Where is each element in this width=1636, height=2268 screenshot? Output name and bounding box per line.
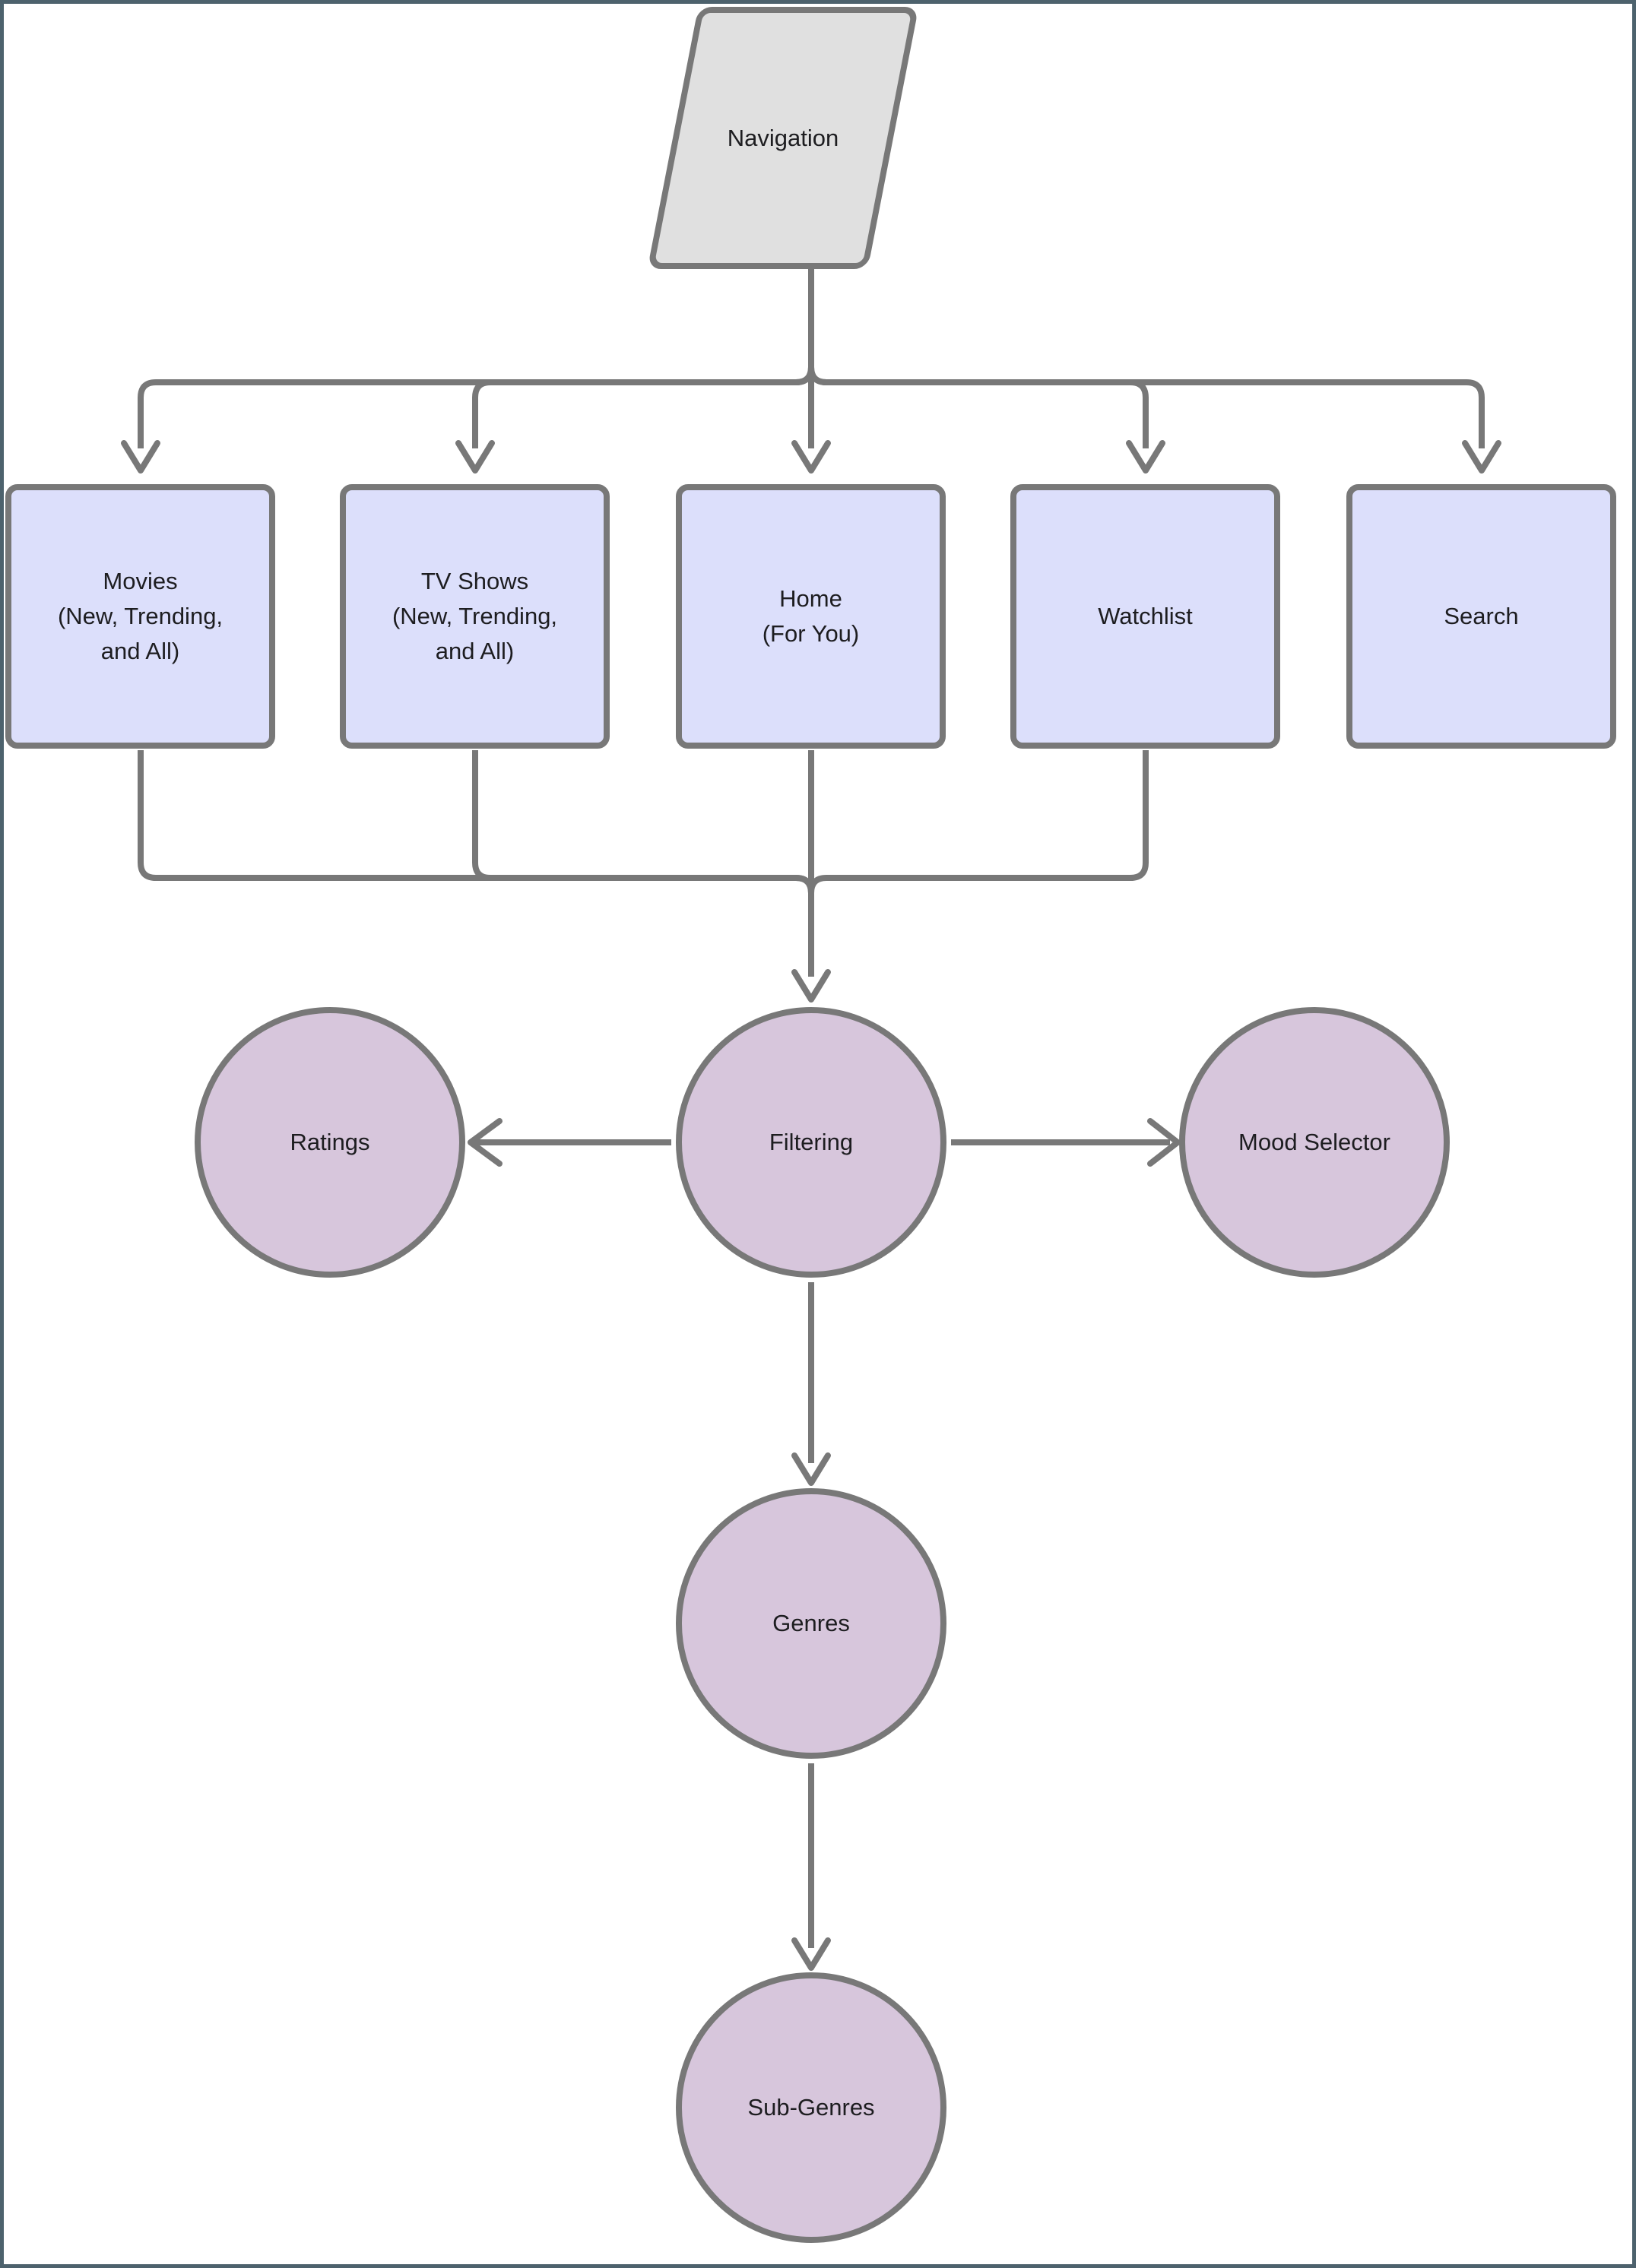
edge-navigation-to-search [808, 361, 1485, 448]
node-mood-selector-label: Mood Selector [1238, 1129, 1390, 1156]
edge-navigation-to-watchlist [808, 361, 1149, 448]
arrowhead-to-filtering [791, 969, 831, 1003]
node-filtering-label: Filtering [769, 1129, 854, 1156]
node-tv-shows[interactable]: TV Shows (New, Trending, and All) [340, 484, 610, 749]
arrowhead-to-ratings [468, 1118, 503, 1167]
node-ratings[interactable]: Ratings [195, 1007, 465, 1278]
node-home-label: Home (For You) [762, 585, 860, 647]
node-ratings-label: Ratings [290, 1129, 370, 1156]
edge-tvshows-to-filtering [472, 750, 814, 977]
node-search[interactable]: Search [1346, 484, 1616, 749]
node-filtering[interactable]: Filtering [676, 1007, 946, 1278]
node-sub-genres-label: Sub-Genres [747, 2094, 875, 2121]
arrowhead-to-mood-selector [1147, 1118, 1181, 1167]
node-movies[interactable]: Movies (New, Trending, and All) [5, 484, 275, 749]
arrowhead-to-subgenres [791, 1937, 831, 1971]
node-mood-selector[interactable]: Mood Selector [1179, 1007, 1450, 1278]
node-navigation-label: Navigation [727, 124, 839, 151]
node-movies-label: Movies (New, Trending, and All) [57, 568, 224, 664]
node-home[interactable]: Home (For You) [676, 484, 946, 749]
edge-navigation-to-tvshows [472, 361, 814, 448]
node-genres-label: Genres [772, 1610, 850, 1637]
node-watchlist[interactable]: Watchlist [1010, 484, 1280, 749]
arrowhead-to-genres [791, 1452, 831, 1486]
node-watchlist-label: Watchlist [1098, 603, 1193, 630]
arrowheads-to-nav-children [121, 440, 1501, 474]
node-genres[interactable]: Genres [676, 1488, 946, 1759]
connector-layer [121, 269, 1501, 1971]
node-sub-genres[interactable]: Sub-Genres [676, 1972, 946, 2243]
node-tv-shows-label: TV Shows (New, Trending, and All) [392, 568, 558, 664]
edge-watchlist-to-filtering [808, 750, 1149, 977]
node-navigation[interactable]: Navigation [647, 7, 919, 269]
node-search-label: Search [1444, 603, 1519, 630]
